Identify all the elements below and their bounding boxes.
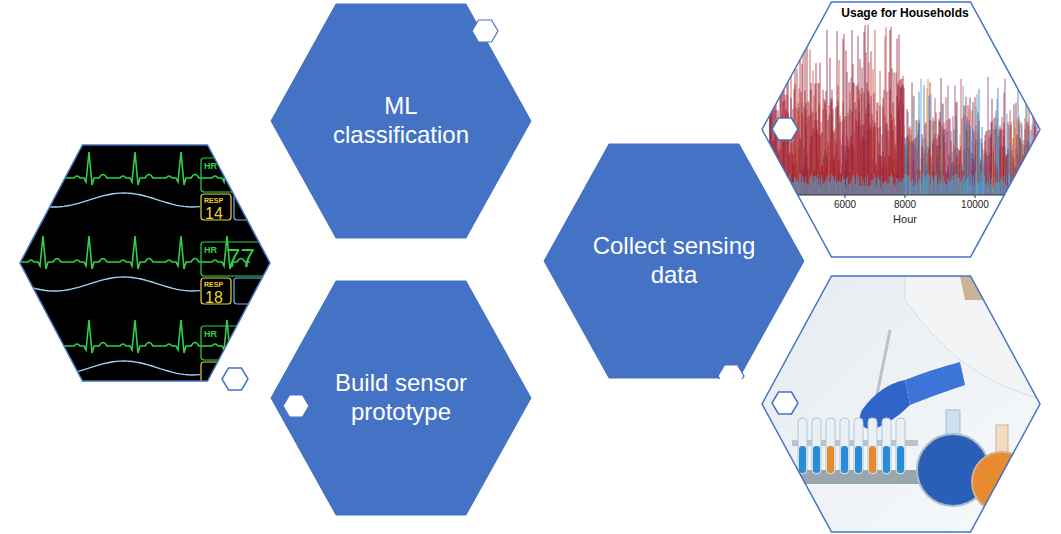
process-hexagon: ML classification bbox=[270, 3, 532, 239]
monitor-reading: HR bbox=[204, 330, 217, 339]
image-frame bbox=[762, 276, 1040, 532]
monitor-reading: 77 bbox=[226, 245, 255, 271]
monitor-reading: HR bbox=[204, 246, 217, 255]
chart-title: Usage for Households bbox=[841, 7, 968, 19]
monitor-reading: RESP bbox=[204, 281, 223, 288]
hex-marker bbox=[718, 365, 744, 379]
axis-title: Hour bbox=[893, 214, 917, 225]
monitor-reading: HR bbox=[204, 162, 217, 171]
process-hexagon: Collect sensing data bbox=[543, 143, 805, 379]
monitor-reading: 14 bbox=[205, 206, 223, 222]
hexagon-fill bbox=[271, 281, 531, 515]
step-text: Build sensor prototype bbox=[316, 369, 486, 427]
image-frame bbox=[762, 2, 1040, 257]
hex-marker bbox=[472, 20, 498, 42]
lab-image bbox=[760, 274, 1045, 534]
monitor-image bbox=[0, 140, 281, 390]
hexagon-fill bbox=[544, 144, 804, 378]
image-frame bbox=[20, 145, 270, 381]
hex-marker bbox=[222, 368, 248, 390]
axis-tick: 10000 bbox=[961, 200, 989, 210]
hex-marker bbox=[772, 392, 798, 414]
monitor-reading: 18 bbox=[205, 290, 223, 306]
axis-tick: 6000 bbox=[834, 200, 856, 210]
step-text: Collect sensing data bbox=[589, 232, 759, 290]
hex-marker bbox=[283, 395, 309, 417]
chart-image bbox=[760, 0, 1045, 260]
process-hexagon: Build sensor prototype bbox=[270, 280, 532, 516]
step-text: ML classification bbox=[316, 92, 486, 150]
hex-marker bbox=[772, 118, 798, 140]
axis-tick: 8000 bbox=[894, 200, 916, 210]
monitor-reading: RESP bbox=[204, 197, 223, 204]
hexagon-fill bbox=[271, 4, 531, 238]
